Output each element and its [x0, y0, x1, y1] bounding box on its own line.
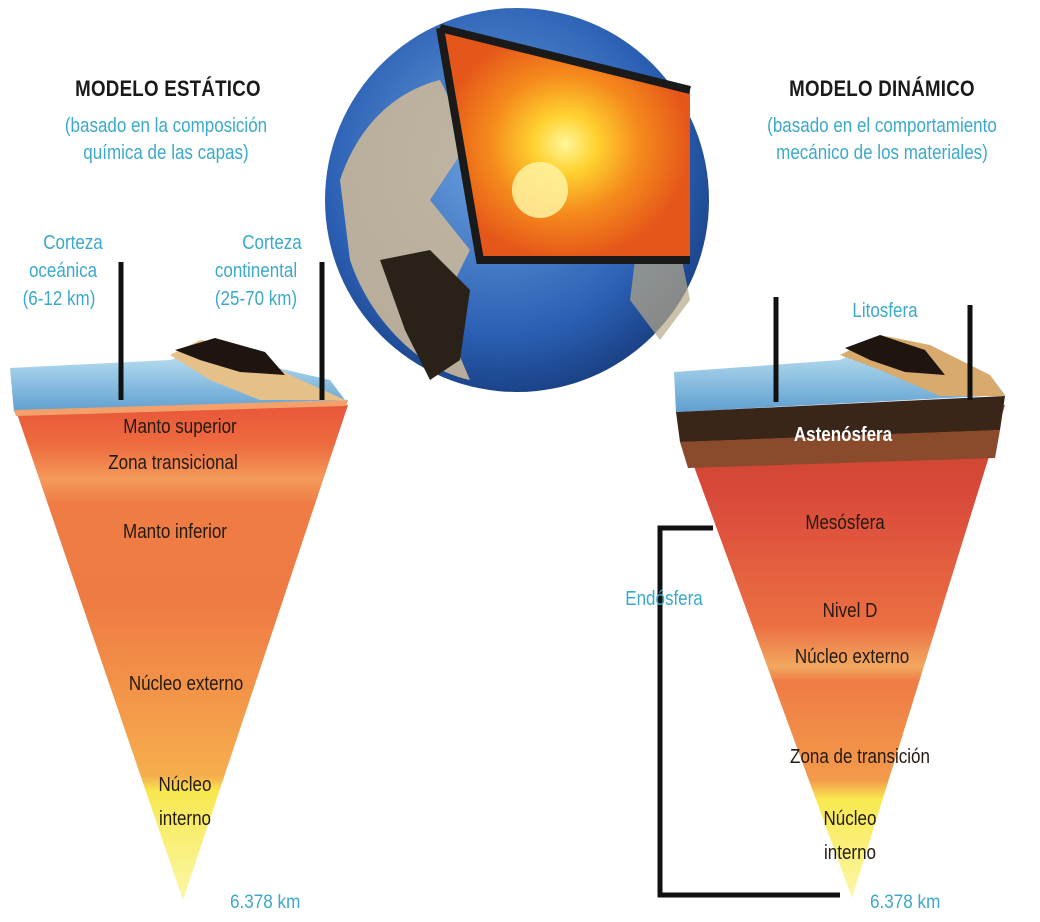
- inner-core-label-2: interno: [159, 808, 211, 830]
- static-model-subtitle-line2: química de las capas): [83, 142, 249, 164]
- outer-core-label: Núcleo externo: [128, 673, 244, 695]
- dynamic-model-subtitle-line1: (basado en el comportamiento: [767, 115, 997, 137]
- level-d-label: Nivel D: [822, 600, 878, 622]
- inner-core-label-1: Núcleo: [158, 774, 212, 796]
- dynamic-cone: [657, 297, 1005, 898]
- static-cone: [10, 262, 348, 900]
- asthenosphere-label: Astenósfera: [793, 424, 893, 446]
- static-depth-label: 6.378 km: [230, 892, 301, 913]
- continental-crust-label-2: continental: [214, 260, 298, 282]
- lithosphere-label: Litosfera: [852, 300, 918, 322]
- static-model-subtitle-line1: (basado en la composición: [64, 115, 268, 137]
- oceanic-crust-label-2: oceánica: [28, 260, 98, 282]
- globe-illustration: [325, 8, 709, 392]
- mesosphere-label: Mesósfera: [805, 512, 885, 534]
- endosphere-label: Endósfera: [625, 588, 703, 610]
- transition-zone-label: Zona transicional: [108, 452, 238, 474]
- static-model-title: MODELO ESTÁTICO: [75, 76, 261, 101]
- continental-crust-label-1: Corteza: [242, 232, 302, 254]
- dynamic-inner-core-label-1: Núcleo: [823, 808, 877, 830]
- dynamic-depth-label: 6.378 km: [870, 892, 941, 913]
- continental-crust-label-3: (25-70 km): [214, 288, 298, 310]
- dynamic-model-title: MODELO DINÁMICO: [789, 76, 975, 101]
- dynamic-transition-zone-label: Zona de transición: [790, 746, 930, 768]
- lower-mantle-label: Manto inferior: [123, 521, 227, 543]
- dynamic-outer-core-label: Núcleo externo: [794, 646, 910, 668]
- dynamic-model-subtitle-line2: mecánico de los materiales): [776, 142, 988, 164]
- dynamic-inner-core-label-2: interno: [824, 842, 876, 864]
- upper-mantle-label: Manto superior: [123, 416, 237, 438]
- oceanic-crust-label-1: Corteza: [43, 232, 103, 254]
- oceanic-crust-label-3: (6-12 km): [22, 288, 96, 310]
